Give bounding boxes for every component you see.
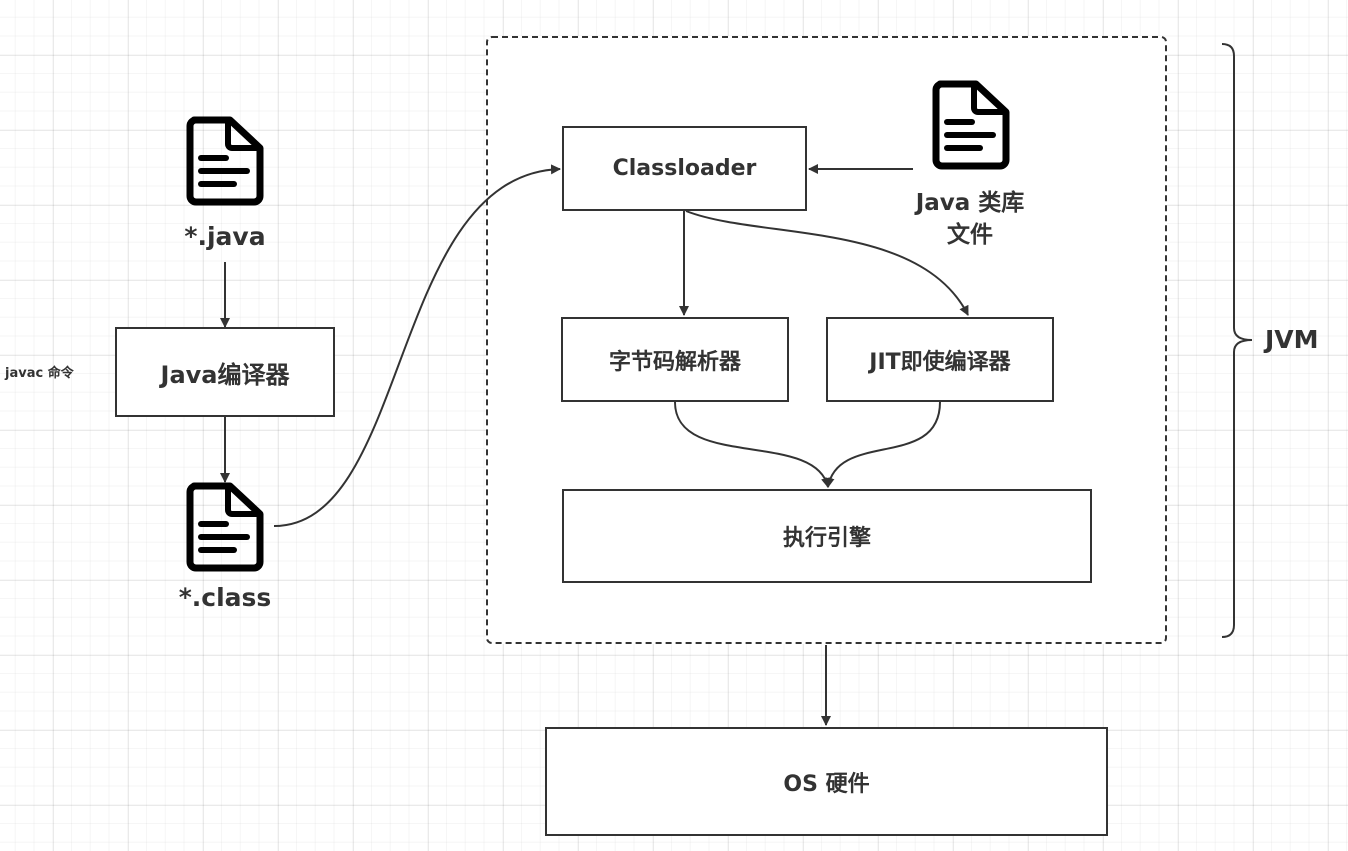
edge-class-to-classloader[interactable] [273, 164, 561, 527]
edge-interpreter-to-engine[interactable] [674, 401, 831, 488]
execution-engine-label: 执行引擎 [782, 526, 871, 551]
jvm-label: JVM [1265, 325, 1319, 354]
bytecode-interpreter-label: 字节码解析器 [608, 349, 741, 375]
java-library-label-line1: Java 类库 [915, 190, 1025, 216]
edge-classloader-to-jit[interactable] [685, 210, 969, 316]
java-compiler-label: Java编译器 [160, 360, 290, 389]
java-source-document-icon [186, 116, 264, 206]
class-file-document-icon [186, 482, 264, 572]
class-file-label: *.class [178, 583, 272, 612]
java-compiler-node[interactable]: Java编译器 [115, 327, 335, 417]
classloader-label: Classloader [612, 156, 757, 181]
classloader-node[interactable]: Classloader [562, 126, 807, 211]
java-source-label: *.java [184, 222, 266, 251]
jvm-brace [1221, 43, 1253, 638]
jit-compiler-label: JIT即使编译器 [869, 349, 1011, 375]
execution-engine-node[interactable]: 执行引擎 [562, 489, 1092, 583]
bytecode-interpreter-node[interactable]: 字节码解析器 [561, 317, 789, 402]
java-library-document-icon [932, 80, 1010, 170]
edge-jit-to-engine[interactable] [824, 401, 941, 488]
os-hardware-label: OS 硬件 [783, 771, 870, 797]
javac-command-label: javac 命令 [5, 366, 74, 381]
jit-compiler-node[interactable]: JIT即使编译器 [826, 317, 1054, 402]
os-hardware-node[interactable]: OS 硬件 [545, 727, 1108, 836]
java-library-label-line2: 文件 [947, 222, 993, 248]
